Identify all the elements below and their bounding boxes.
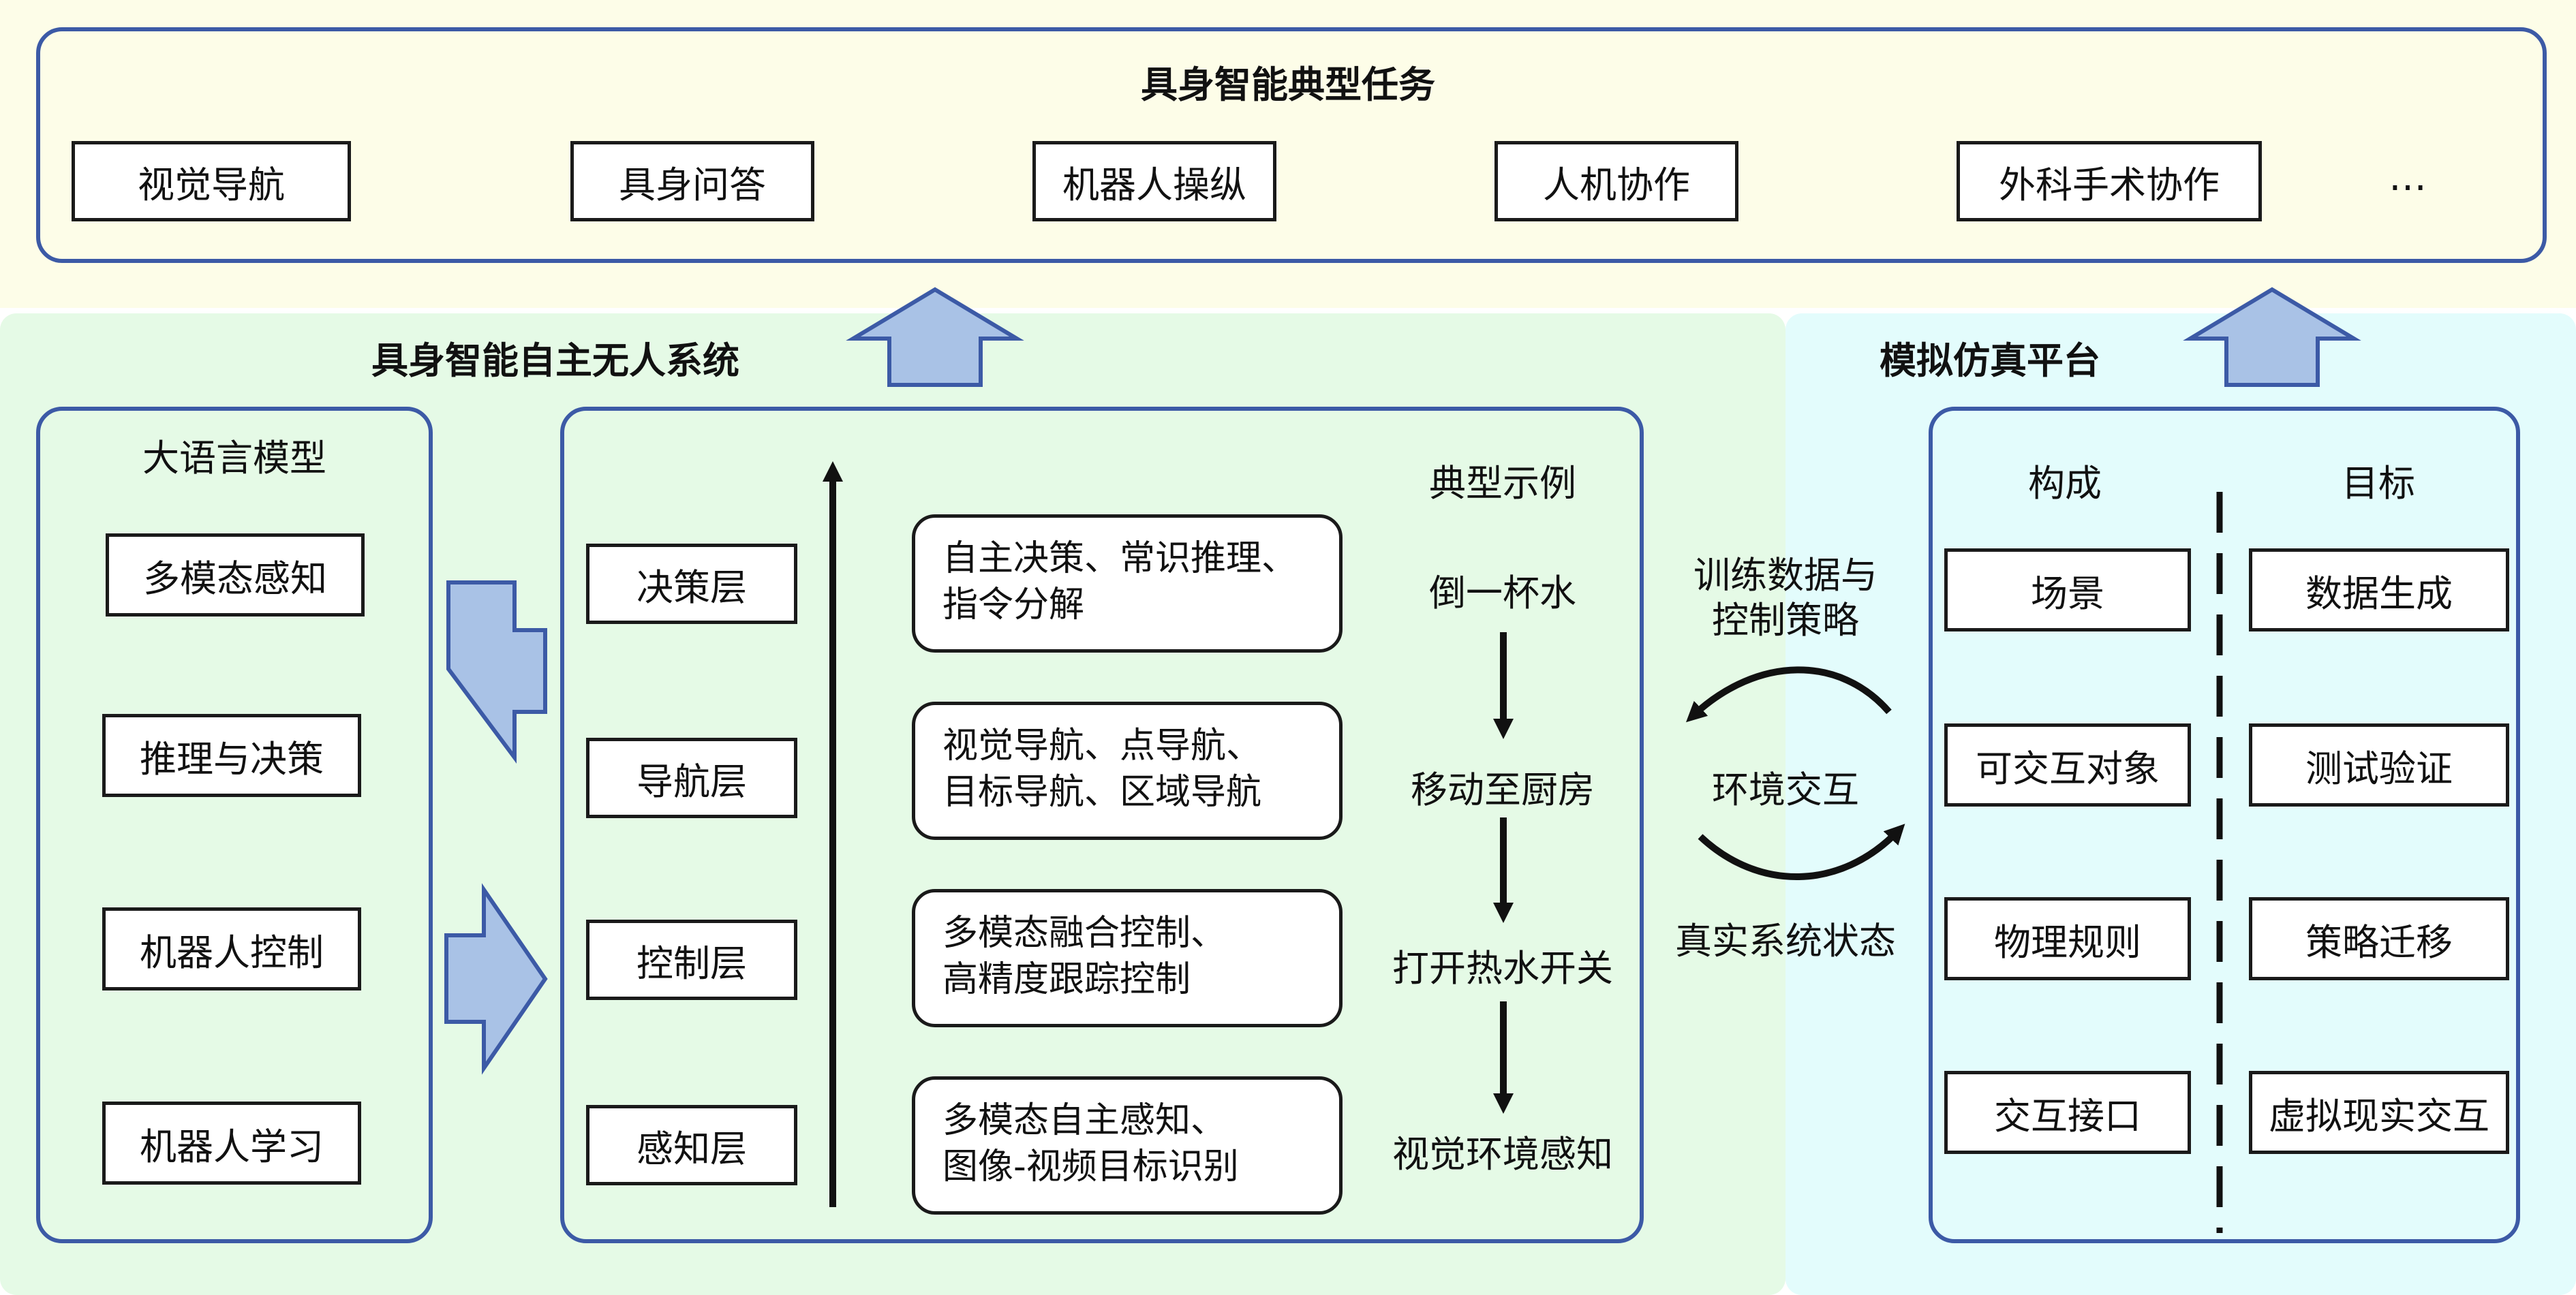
left-block-arrow xyxy=(446,580,547,764)
llm-item-robot-control: 机器人控制 xyxy=(102,907,361,990)
simulation-title: 模拟仿真平台 xyxy=(1880,339,2100,382)
interaction-curve-arrow-right xyxy=(1698,824,1905,880)
goal-title: 目标 xyxy=(2342,462,2415,505)
layer-control-description: 多模态融合控制、 高精度跟踪控制 xyxy=(912,889,1343,1027)
layer-navigation-desc-line1: 视觉导航、点导航、 xyxy=(942,725,1262,766)
example-step-move-to-kitchen: 移动至厨房 xyxy=(1411,768,1595,811)
layer-perception-desc-line2: 图像-视频目标识别 xyxy=(942,1146,1239,1187)
interaction-middle-label: 环境交互 xyxy=(1712,768,1859,811)
task-human-robot-collaboration: 人机协作 xyxy=(1494,141,1738,221)
layer-decision: 决策层 xyxy=(586,544,797,624)
llm-item-reasoning-decision: 推理与决策 xyxy=(102,714,361,797)
interaction-top-label-line2: 控制策略 xyxy=(1712,599,1859,642)
composition-interaction-interface: 交互接口 xyxy=(1944,1071,2191,1154)
layer-decision-desc-line1: 自主决策、常识推理、 xyxy=(942,538,1298,579)
layer-perception: 感知层 xyxy=(586,1105,797,1185)
example-step-visual-perception: 视觉环境感知 xyxy=(1392,1133,1613,1176)
right-block-arrow xyxy=(444,883,548,1075)
goal-data-generation: 数据生成 xyxy=(2249,548,2509,631)
layer-decision-description: 自主决策、常识推理、 指令分解 xyxy=(912,514,1343,653)
layer-navigation-desc-line2: 目标导航、区域导航 xyxy=(942,772,1262,813)
system-title: 具身智能自主无人系统 xyxy=(371,339,739,382)
up-block-arrow-simulation xyxy=(2183,287,2361,387)
llm-item-robot-learning: 机器人学习 xyxy=(102,1102,361,1185)
interaction-bottom-label: 真实系统状态 xyxy=(1675,920,1896,963)
task-embodied-qa: 具身问答 xyxy=(570,141,814,221)
llm-title: 大语言模型 xyxy=(142,437,326,480)
interaction-top-label: 训练数据与 控制策略 xyxy=(1656,553,1915,643)
tasks-ellipsis: … xyxy=(2389,155,2427,200)
goal-policy-transfer: 策略迁移 xyxy=(2249,897,2509,980)
interaction-top-label-line1: 训练数据与 xyxy=(1693,554,1877,597)
composition-interactive-objects: 可交互对象 xyxy=(1944,723,2191,807)
example-step-open-hot-water: 打开热水开关 xyxy=(1392,947,1613,990)
composition-physics-rules: 物理规则 xyxy=(1944,897,2191,980)
layer-decision-desc-line2: 指令分解 xyxy=(942,584,1085,625)
llm-item-multimodal-perception: 多模态感知 xyxy=(106,533,365,617)
layer-navigation-description: 视觉导航、点导航、 目标导航、区域导航 xyxy=(912,702,1343,840)
task-visual-navigation: 视觉导航 xyxy=(72,141,351,221)
layer-perception-desc-line1: 多模态自主感知、 xyxy=(942,1100,1227,1141)
up-block-arrow-system xyxy=(846,287,1024,387)
tasks-title: 具身智能典型任务 xyxy=(1141,63,1435,106)
example-title: 典型示例 xyxy=(1429,462,1576,505)
layer-control-desc-line1: 多模态融合控制、 xyxy=(942,913,1227,954)
example-step-pour-water: 倒一杯水 xyxy=(1429,572,1576,614)
interaction-curve-arrow-left xyxy=(1685,666,1892,723)
layer-perception-description: 多模态自主感知、 图像-视频目标识别 xyxy=(912,1076,1343,1215)
composition-title: 构成 xyxy=(2028,462,2102,505)
layer-navigation: 导航层 xyxy=(586,738,797,818)
layer-control-desc-line2: 高精度跟踪控制 xyxy=(942,959,1191,1000)
task-robot-manipulation: 机器人操纵 xyxy=(1032,141,1276,221)
goal-vr-interaction: 虚拟现实交互 xyxy=(2249,1071,2509,1154)
goal-test-validation: 测试验证 xyxy=(2249,723,2509,807)
task-surgical-collaboration: 外科手术协作 xyxy=(1957,141,2262,221)
layer-control: 控制层 xyxy=(586,920,797,1000)
composition-scene: 场景 xyxy=(1944,548,2191,631)
